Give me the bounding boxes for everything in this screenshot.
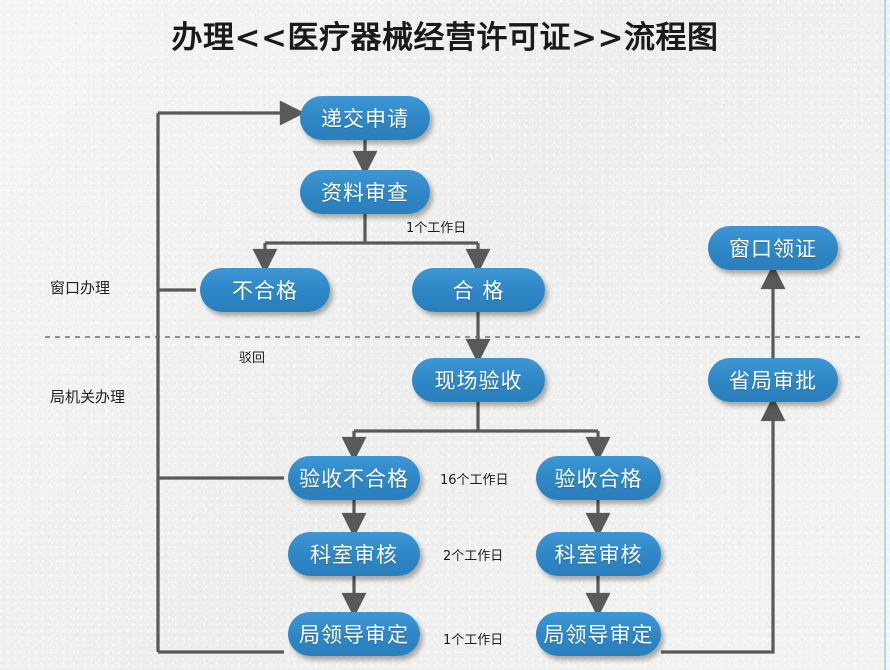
flow-node-doc-review[interactable]: 资料审查	[300, 170, 430, 214]
edge-leaderright-to-provapprove	[661, 396, 786, 654]
flow-node-pass[interactable]: 合 格	[412, 268, 545, 312]
flow-node-leader-left[interactable]: 局领导审定	[288, 612, 420, 656]
flow-node-get-cert[interactable]: 窗口领证	[708, 226, 838, 270]
swimlane-label-lane-bureau: 局机关办理	[50, 388, 126, 406]
swimlane-label-lane-window: 窗口办理	[50, 279, 111, 297]
flow-node-dept-left[interactable]: 科室审核	[288, 532, 420, 576]
flow-node-dept-right[interactable]: 科室审核	[536, 532, 661, 576]
flow-node-prov-approve[interactable]: 省局审批	[708, 358, 838, 402]
page-title: 办理<<医疗器械经营许可证>>流程图	[171, 20, 719, 56]
flow-node-fail[interactable]: 不合格	[200, 268, 330, 312]
edge-label-reject: 驳回	[239, 351, 266, 366]
flow-node-check-pass[interactable]: 验收合格	[536, 456, 661, 500]
slide-right-border	[884, 0, 886, 670]
flow-node-submit[interactable]: 递交申请	[300, 96, 430, 140]
flow-node-check-fail[interactable]: 验收不合格	[288, 456, 420, 500]
flow-node-site-check[interactable]: 现场验收	[412, 358, 545, 402]
edge-label-day1-top: 1个工作日	[406, 221, 467, 236]
edge-label-day1-bottom: 1个工作日	[443, 633, 504, 648]
edge-label-day2: 2个工作日	[443, 549, 504, 564]
flow-node-leader-right[interactable]: 局领导审定	[536, 612, 661, 656]
edge-label-day16: 16个工作日	[440, 473, 509, 488]
